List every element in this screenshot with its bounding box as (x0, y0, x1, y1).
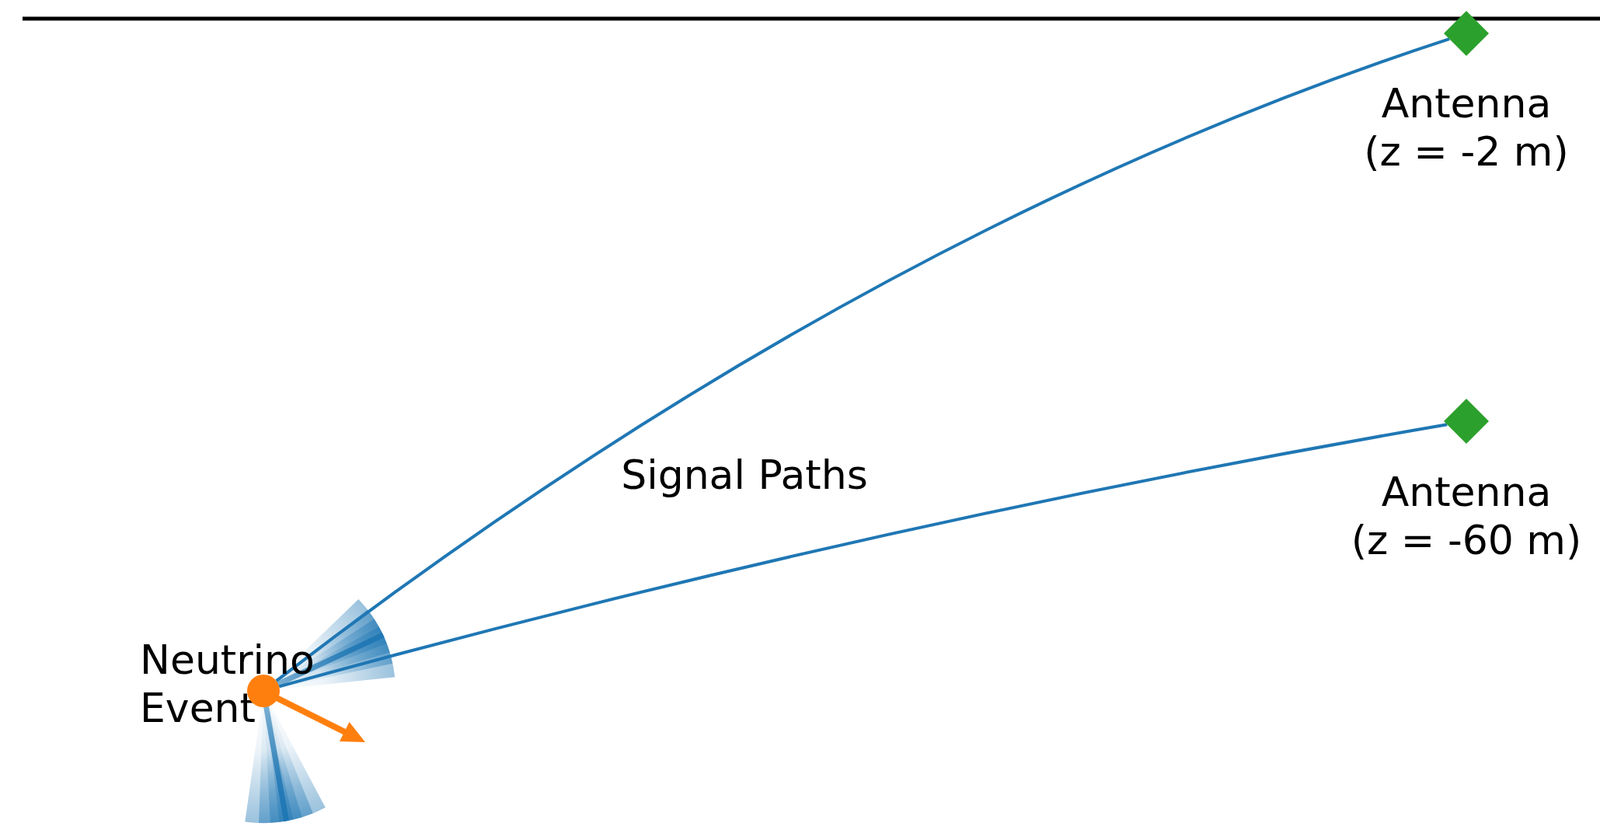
diamond-shape (1443, 398, 1489, 444)
cone-band (263, 609, 393, 691)
event-dot (247, 674, 280, 708)
node-label: Neutrino Event (139, 635, 171, 733)
antenna-diamond (1443, 398, 1489, 444)
cone-band (244, 690, 326, 823)
antenna-node: Antenna (z = -60 m) (1350, 398, 1583, 565)
ice-surface (22, 17, 1600, 21)
node-label: Antenna (z = -60 m) (1350, 467, 1583, 565)
cone-band (263, 627, 387, 691)
cone-band (263, 618, 391, 691)
diamond-shape (1443, 10, 1489, 56)
cone-band (263, 690, 293, 823)
dot-shape (247, 674, 280, 708)
cone-core (263, 690, 287, 821)
signal-path (276, 38, 1450, 681)
event-node: Neutrino Event (139, 635, 171, 733)
radio-cone-lower (244, 690, 326, 823)
arrow-head (339, 721, 366, 743)
free-label: Signal Paths (620, 450, 868, 499)
arrow-shaft (275, 697, 347, 733)
shower-direction-arrow (275, 697, 366, 743)
antenna-node: Antenna (z = -2 m) (1363, 10, 1569, 176)
antenna-diamond (1443, 10, 1489, 56)
node-label: Antenna (z = -2 m) (1363, 79, 1569, 176)
signal-path (278, 424, 1447, 687)
